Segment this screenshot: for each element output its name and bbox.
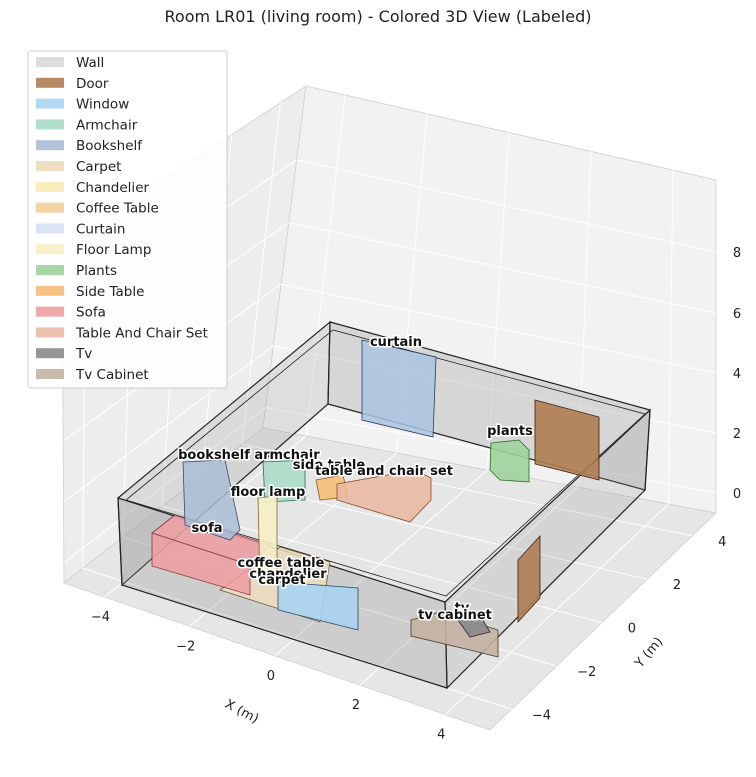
legend-label-plants: Plants	[76, 263, 117, 279]
x-gridline-floor	[444, 503, 669, 715]
door-box-right	[517, 534, 541, 624]
legend-swatch-chandelier	[36, 181, 64, 192]
legend-swatch-wall	[36, 57, 64, 67]
legend-label-window: Window	[76, 97, 129, 113]
z-gridline-back	[280, 283, 717, 374]
legend-swatch-side-table	[36, 285, 64, 296]
legend-label-sofa: Sofa	[76, 305, 106, 321]
label-curtain: curtain	[370, 335, 422, 350]
table-chair-set-box	[336, 469, 432, 523]
legend-swatch-floor-lamp	[36, 244, 64, 255]
z-tick-label: 2	[733, 427, 741, 442]
chart-title: Room LR01 (living room) - Colored 3D Vie…	[165, 7, 592, 26]
plants-box	[489, 439, 530, 483]
x-gridline-back	[305, 94, 346, 437]
label-tv: tv	[455, 601, 470, 616]
label-chandelier: chandelier	[249, 567, 327, 582]
legend-swatch-armchair	[36, 119, 64, 130]
x-tick-label: −4	[91, 610, 110, 625]
legend-swatch-coffee-table	[36, 202, 64, 213]
bookshelf-box	[182, 459, 241, 541]
legend-label-armchair: Armchair	[76, 117, 138, 133]
legend-label-tv-cabinet: Tv Cabinet	[75, 367, 149, 383]
z-gridline-back	[296, 159, 717, 253]
z-gridline-back	[288, 222, 717, 314]
legend-swatch-door	[36, 77, 64, 88]
legend-frame	[27, 50, 228, 389]
label-side-table: side table	[293, 458, 366, 473]
legend-label-side-table: Side Table	[76, 284, 144, 300]
x-tick-label: 0	[267, 669, 275, 684]
z-tick-label: 0	[733, 487, 741, 502]
y-tick-label: 0	[628, 622, 636, 637]
object-labels: curtain plants bookshelf armchair side t…	[177, 334, 535, 625]
x-tick-label: −2	[176, 639, 195, 654]
x-gridline-floor	[274, 469, 488, 657]
legend-label-table-and-chair-set: Table And Chair Set	[75, 325, 208, 341]
sofa-box-front	[151, 532, 251, 596]
label-bookshelf: bookshelf	[178, 448, 250, 463]
z-tick-label: 6	[733, 307, 741, 322]
y-tick-label: −4	[532, 708, 551, 723]
door-box-back	[534, 399, 600, 481]
legend-label-floor-lamp: Floor Lamp	[76, 242, 151, 258]
legend-label-curtain: Curtain	[76, 221, 125, 237]
x-gridline-back	[486, 132, 510, 471]
z-tick-label: 4	[733, 367, 741, 382]
legend-swatch-bookshelf	[36, 140, 64, 151]
label-coffee-table: coffee table	[238, 556, 325, 571]
legend-swatch-curtain	[36, 223, 64, 234]
wall-top-inner	[125, 329, 646, 597]
label-tv-cabinet: tv cabinet	[418, 608, 492, 623]
y-gridline-floor	[242, 443, 693, 537]
legend-label-carpet: Carpet	[76, 159, 121, 175]
z-gridline-back	[273, 345, 717, 434]
legend-swatch-table-and-chair-set	[36, 327, 64, 338]
legend-swatch-tv	[36, 348, 64, 359]
z-gridline-left	[63, 407, 266, 564]
label-carpet: carpet	[258, 573, 305, 588]
label-sofa: sofa	[191, 521, 222, 536]
legend-label-wall: Wall	[76, 55, 104, 71]
armchair-box	[262, 459, 306, 503]
legend-swatch-tv-cabinet	[36, 369, 64, 379]
legend-label-door: Door	[76, 76, 109, 92]
legend-swatch-plants	[36, 265, 64, 275]
curtain-box	[361, 339, 437, 438]
legend-label-chandelier: Chandelier	[76, 180, 149, 196]
tv-box	[454, 611, 491, 638]
y-gridline-left	[241, 102, 281, 445]
y-tick-label: 4	[718, 535, 726, 550]
furniture	[151, 339, 600, 658]
z-tick-label: 8	[733, 246, 741, 261]
legend-swatch-carpet	[36, 161, 64, 171]
y-tick-label: −2	[577, 665, 596, 680]
legend: WallDoorWindowArmchairBookshelfCarpetCha…	[27, 50, 228, 389]
label-armchair: armchair	[254, 448, 320, 463]
window-box	[277, 581, 359, 631]
label-floor-lamp: floor lamp	[231, 485, 306, 500]
axis-ticks: −4 −2 0 2 4 −4 −2 0 2 4 0 2 4 6 8	[91, 246, 741, 743]
y-axis-label: Y (m)	[632, 635, 667, 672]
legend-swatch-sofa	[36, 306, 64, 317]
x-gridline-floor	[359, 486, 579, 686]
x-tick-label: 2	[352, 698, 360, 713]
legend-label-coffee-table: Coffee Table	[76, 201, 159, 217]
z-gridline-left	[63, 345, 274, 503]
label-table-and-chair-set: table and chair set	[315, 464, 453, 479]
legend-swatch-window	[36, 98, 64, 109]
y-tick-label: 2	[673, 578, 681, 593]
floor-lamp-box	[257, 495, 278, 585]
x-gridline-back	[667, 170, 674, 505]
x-tick-label: 4	[437, 728, 445, 743]
x-axis-label: X (m)	[222, 697, 261, 727]
legend-label-bookshelf: Bookshelf	[76, 138, 143, 154]
label-plants: plants	[487, 424, 533, 439]
legend-label-tv: Tv	[75, 346, 92, 362]
